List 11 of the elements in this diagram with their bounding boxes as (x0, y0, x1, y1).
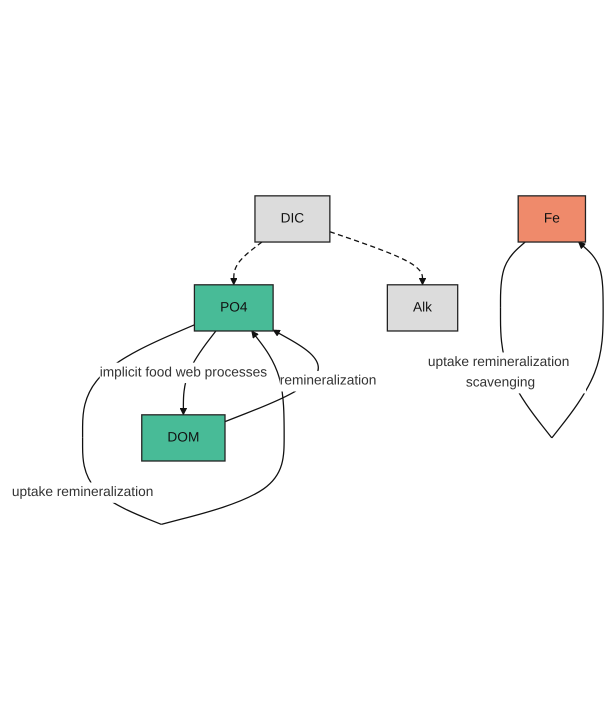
arrow (230, 242, 262, 286)
edge-label: uptake remineralization scavenging (428, 355, 570, 390)
edge-label: uptake remineralization (12, 485, 154, 500)
node-box: DOM (141, 414, 226, 462)
node-box: PO4 (194, 284, 274, 332)
node-box: Alk (386, 284, 458, 332)
edge-label: implicit food web processes (100, 366, 268, 380)
node-box: Fe (518, 196, 586, 244)
arrow (330, 231, 426, 286)
node-box: DIC (254, 196, 330, 244)
edge-label: remineralization (280, 374, 376, 388)
